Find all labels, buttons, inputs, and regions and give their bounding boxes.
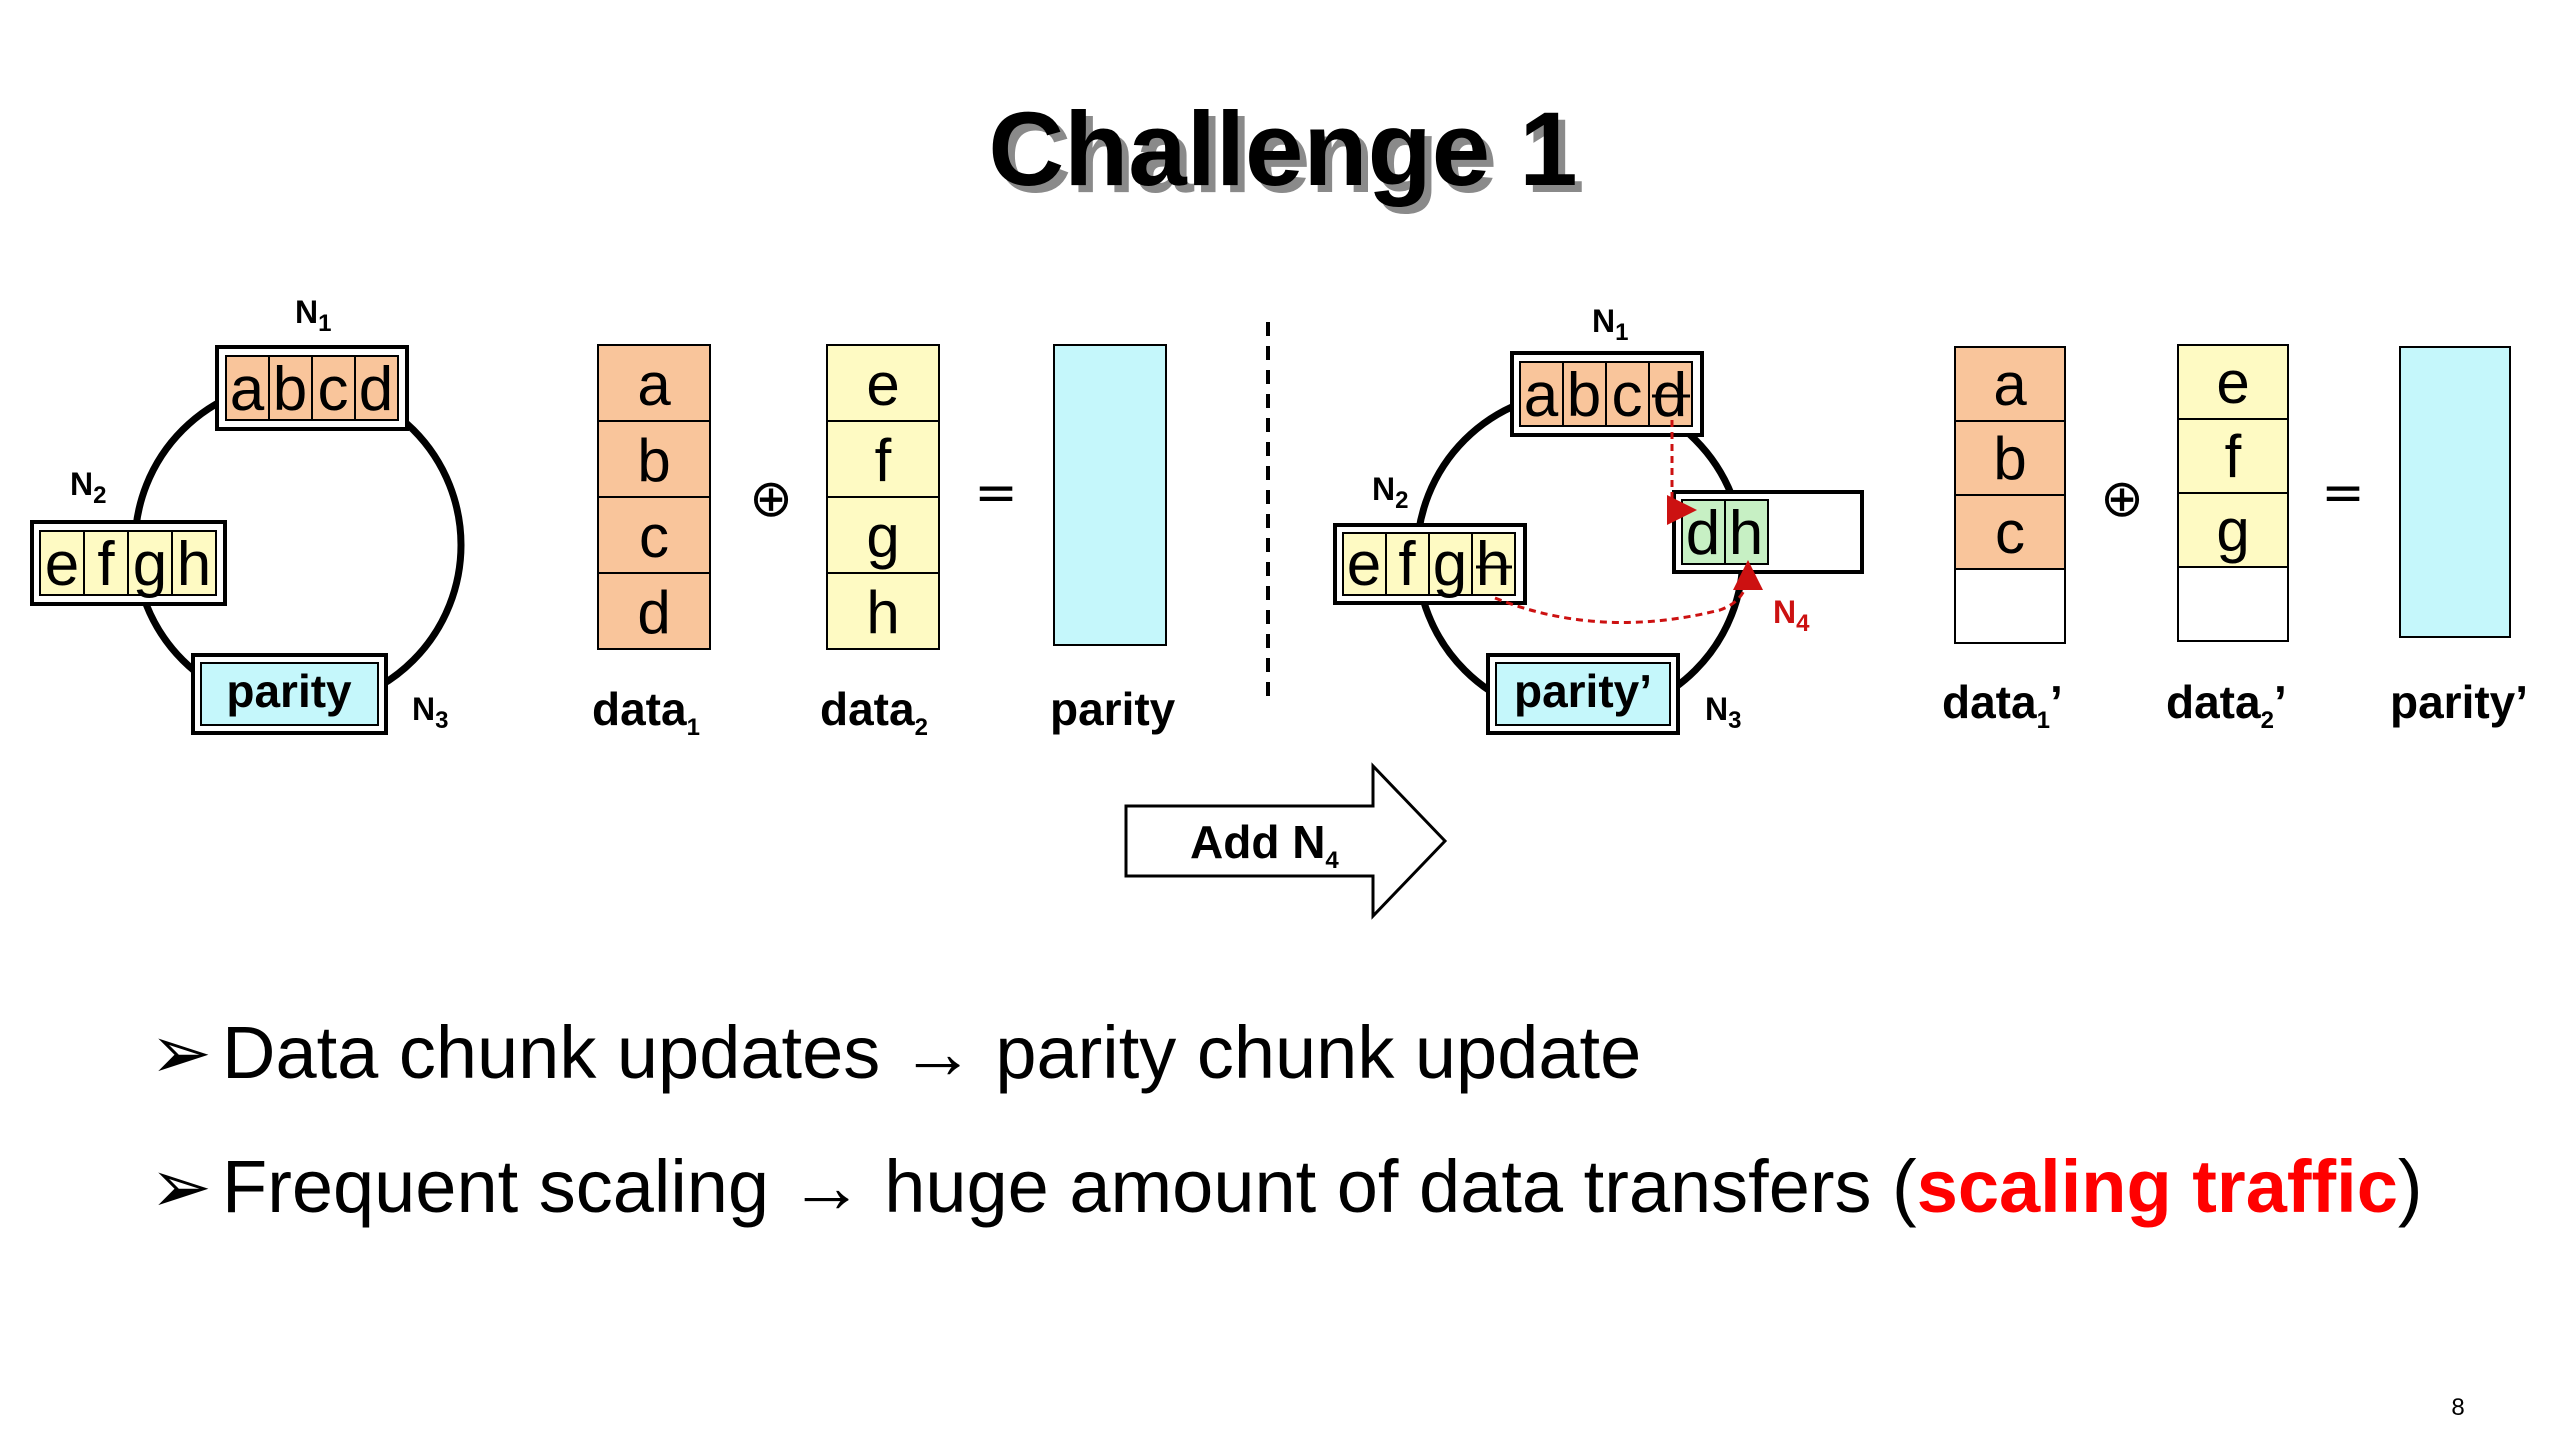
- right-n4-cell: h: [1729, 499, 1763, 568]
- left-data1-cell: a: [637, 351, 671, 418]
- right-xor-symbol: ⊕: [2100, 469, 2144, 529]
- right-n4-cell: d: [1686, 499, 1720, 568]
- scaling-traffic-highlight: scaling traffic: [1917, 1145, 2398, 1228]
- left-n2-cell: e: [45, 530, 79, 599]
- right-data2-cell: f: [2225, 423, 2242, 490]
- right-n1-label: N1: [1592, 303, 1628, 346]
- left-n2-cell: g: [133, 530, 167, 599]
- add-node-arrow: Add N4: [1124, 762, 1448, 920]
- right-n4-label: N4: [1773, 594, 1810, 637]
- bullet-text: Data chunk updates → parity chunk update: [222, 1011, 1641, 1094]
- left-data1-cell: b: [637, 427, 670, 494]
- right-n2-cell: e: [1347, 530, 1381, 599]
- right-data2-label: data2’: [2166, 676, 2287, 734]
- bullet-list: ➢ Data chunk updates → parity chunk upda…: [150, 1011, 2423, 1228]
- right-data2-cell: e: [2216, 349, 2249, 416]
- right-n1-cell: c: [1612, 361, 1643, 430]
- slide-title: Challenge 1 Challenge 1: [988, 91, 1584, 215]
- right-data1-column: a b c: [1954, 346, 2066, 644]
- left-equals-symbol: =: [974, 463, 1018, 523]
- left-parity-stripe-label: parity: [1050, 683, 1176, 735]
- right-data1-cell: b: [1993, 425, 2026, 492]
- left-parity-column: [1053, 344, 1167, 646]
- left-data2-cell: f: [875, 427, 892, 494]
- right-data1-cell: c: [1995, 499, 2025, 566]
- right-ring-diagram: N1 a b c d N2 e f g h: [1333, 303, 1864, 735]
- right-data1-cell: a: [1993, 351, 2027, 418]
- left-n1-chunk: a b c d: [215, 345, 409, 431]
- right-n1-cell: a: [1524, 361, 1559, 430]
- left-data2-cell: e: [866, 351, 899, 418]
- left-data2-column: e f g h: [826, 344, 940, 650]
- left-data1-label: data1: [592, 683, 700, 741]
- right-parity-stripe-label: parity’: [2390, 676, 2528, 728]
- left-n2-cell: h: [177, 530, 211, 599]
- right-n2-label: N2: [1372, 471, 1408, 514]
- left-data2-cell: h: [866, 579, 899, 646]
- add-node-arrow-label: Add N4: [1190, 816, 1339, 874]
- left-xor-symbol: ⊕: [749, 469, 793, 529]
- title-shadow: Challenge 1: [995, 98, 1584, 215]
- left-data1-column: a b c d: [597, 344, 711, 650]
- bullet-item: ➢ Data chunk updates → parity chunk upda…: [150, 1011, 1641, 1094]
- bullet-marker: ➢: [150, 1011, 212, 1094]
- right-data2-cell: g: [2216, 497, 2249, 564]
- left-stripe: a b c d ⊕ e f g h = data1 data2 parity: [592, 344, 1176, 741]
- right-n1-cell: b: [1567, 361, 1601, 430]
- left-n2-cell: f: [97, 530, 115, 599]
- left-data2-cell: g: [866, 503, 899, 570]
- left-data2-label: data2: [820, 683, 928, 741]
- bullet-text: Frequent scaling → huge amount of data t…: [222, 1145, 2423, 1228]
- right-data1-label: data1’: [1942, 676, 2063, 734]
- bullet-item: ➢ Frequent scaling → huge amount of data…: [150, 1145, 2423, 1228]
- left-n1-cell: d: [359, 355, 393, 424]
- left-data1-cell: d: [637, 579, 670, 646]
- left-parity-label: parity: [226, 665, 352, 717]
- right-n2-cell: g: [1433, 530, 1467, 599]
- right-n4-node: d h: [1672, 490, 1864, 574]
- right-parity-label: parity’: [1514, 665, 1652, 717]
- title-text: Challenge 1: [988, 91, 1577, 208]
- page-number: 8: [2451, 1394, 2464, 1421]
- right-equals-symbol: =: [2321, 463, 2365, 523]
- right-n2-cell: f: [1398, 530, 1416, 599]
- right-n2-chunk: e f g h: [1333, 523, 1527, 605]
- left-n1-label: N1: [295, 294, 331, 337]
- left-n1-cell: a: [230, 355, 265, 424]
- right-n1-chunk: a b c d: [1510, 351, 1704, 437]
- left-n1-cell: c: [318, 355, 349, 424]
- right-parity-column: [2399, 346, 2511, 638]
- left-data1-cell: c: [639, 503, 669, 570]
- right-stripe: a b c ⊕ e f g = data1’ data2’ parity’: [1942, 344, 2528, 734]
- migrate-d-arrow: [1667, 420, 1697, 525]
- migrate-h-arrow: [1494, 560, 1763, 624]
- right-n2-cell: h: [1476, 530, 1510, 599]
- left-n3-label: N3: [412, 691, 448, 734]
- right-n3-parity-node: parity’: [1486, 653, 1680, 735]
- left-ring-diagram: N1 a b c d N2 e f g h: [30, 294, 465, 735]
- left-n1-cell: b: [273, 355, 307, 424]
- right-data2-column: e f g: [2177, 344, 2289, 642]
- left-n3-parity-node: parity: [191, 653, 388, 735]
- bullet-marker: ➢: [150, 1145, 212, 1228]
- left-n2-chunk: e f g h: [30, 520, 227, 606]
- right-n3-label: N3: [1705, 691, 1741, 734]
- left-n2-label: N2: [70, 466, 106, 509]
